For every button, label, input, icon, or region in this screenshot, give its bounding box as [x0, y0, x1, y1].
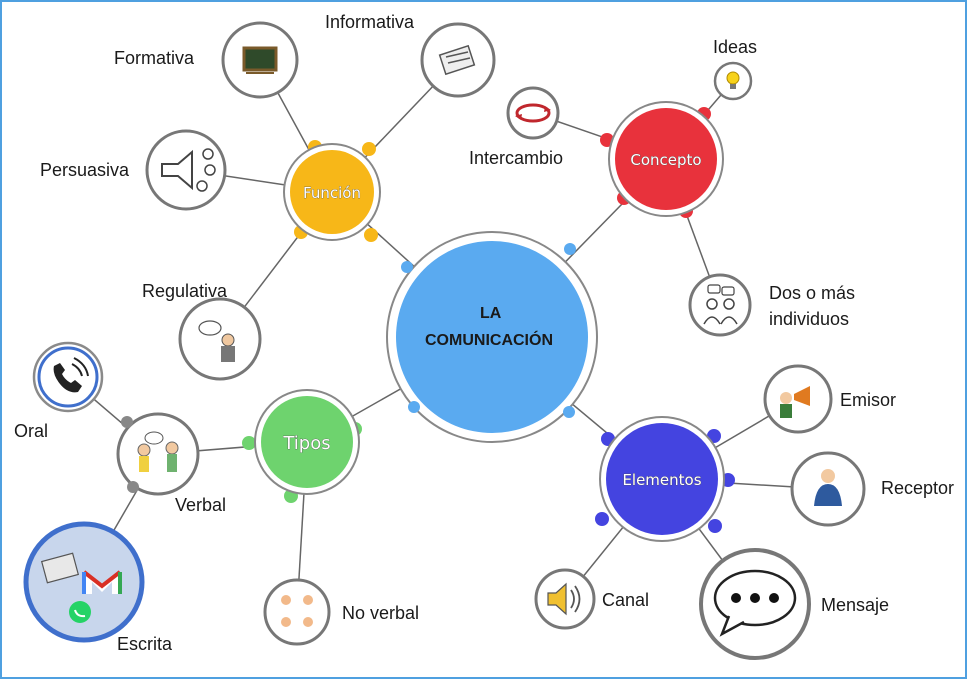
center-node[interactable]: LA COMUNICACIÓN — [386, 231, 598, 443]
hub-elementos[interactable]: Elementos — [595, 416, 735, 542]
label-escrita: Escrita — [117, 634, 173, 654]
speaker-man-icon — [198, 320, 235, 362]
label-emisor: Emisor — [840, 390, 896, 410]
leaf-receptor[interactable]: Receptor — [790, 451, 954, 527]
chalkboard-icon — [242, 46, 278, 74]
hub-tipos[interactable]: Tipos — [242, 389, 362, 503]
label-no-verbal: No verbal — [342, 603, 419, 623]
speech-bubble-dots-icon — [713, 569, 797, 637]
hub-tipos-label: Tipos — [282, 433, 330, 454]
label-dos-o-mas-line1: Dos o más — [769, 283, 855, 303]
label-receptor: Receptor — [881, 478, 954, 498]
leaf-dos-o-mas[interactable]: Dos o más individuos — [688, 273, 855, 337]
lightbulb-icon — [726, 71, 740, 89]
email-whatsapp-icon — [40, 552, 122, 623]
leaf-verbal[interactable]: Verbal — [116, 412, 226, 515]
hub-funcion-label: Función — [303, 184, 361, 202]
speaker-sound-icon — [547, 582, 581, 616]
megaphone-icon — [161, 148, 216, 192]
label-intercambio: Intercambio — [469, 148, 563, 168]
label-mensaje: Mensaje — [821, 595, 889, 615]
leaf-mensaje[interactable]: Mensaje — [699, 548, 889, 660]
label-oral: Oral — [14, 421, 48, 441]
leaf-canal[interactable]: Canal — [534, 568, 649, 630]
label-formativa: Formativa — [114, 48, 195, 68]
label-canal: Canal — [602, 590, 649, 610]
center-title-line1: LA — [480, 305, 502, 322]
hub-concepto[interactable]: Concepto — [600, 101, 724, 218]
leaf-oral[interactable]: Oral — [14, 341, 104, 441]
label-ideas: Ideas — [713, 37, 757, 57]
leaf-emisor[interactable]: Emisor — [763, 364, 896, 434]
hub-funcion[interactable]: Función — [283, 140, 381, 242]
person-listening-icon — [814, 469, 842, 506]
label-verbal: Verbal — [175, 495, 226, 515]
leaf-escrita[interactable]: Escrita — [23, 521, 173, 654]
hub-concepto-label: Concepto — [630, 151, 701, 169]
center-title-line2: COMUNICACIÓN — [425, 330, 553, 349]
exchange-arrows-icon — [515, 103, 551, 123]
newspaper-icon — [438, 44, 476, 76]
leaf-no-verbal[interactable]: No verbal — [263, 578, 419, 646]
hub-elementos-label: Elementos — [622, 471, 701, 489]
leaf-formativa[interactable]: Formativa — [114, 21, 299, 99]
label-dos-o-mas-line2: individuos — [769, 309, 849, 329]
leaf-persuasiva[interactable]: Persuasiva — [40, 129, 227, 211]
phone-icon — [53, 357, 89, 393]
leaf-informativa[interactable]: Informativa — [325, 12, 496, 98]
leaf-ideas[interactable]: Ideas — [713, 37, 757, 101]
person-megaphone-icon — [780, 386, 810, 418]
label-informativa: Informativa — [325, 12, 415, 32]
leaf-regulativa[interactable]: Regulativa — [142, 281, 262, 381]
two-kids-talking-icon — [137, 431, 179, 472]
hand-gestures-icon — [281, 595, 313, 627]
two-people-chat-icon — [703, 284, 738, 325]
label-persuasiva: Persuasiva — [40, 160, 130, 180]
label-regulativa: Regulativa — [142, 281, 228, 301]
leaf-intercambio[interactable]: Intercambio — [469, 86, 563, 168]
